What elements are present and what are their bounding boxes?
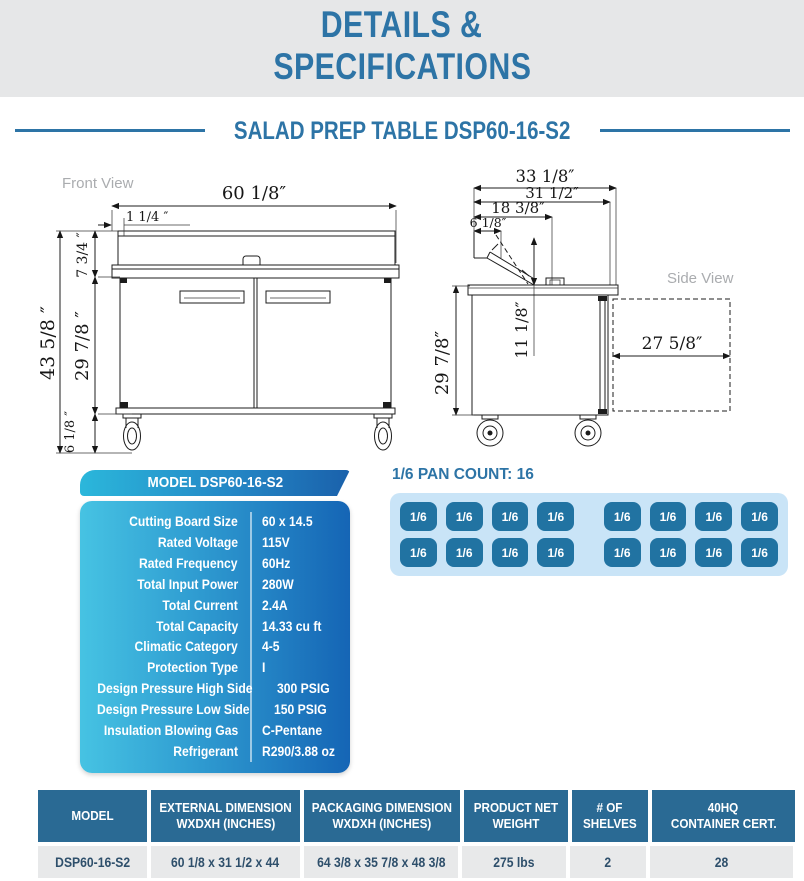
subtitle-rule-right bbox=[600, 129, 790, 132]
dim-front-total-height: 43 5/8 ″ bbox=[40, 306, 59, 380]
spec-card-divider bbox=[250, 512, 252, 762]
side-view-label: Side View bbox=[667, 270, 734, 287]
product-subtitle: SALAD PREP TABLE DSP60-16-S2 bbox=[233, 117, 571, 145]
front-caster-left bbox=[122, 413, 142, 451]
header-model: MODEL bbox=[38, 790, 147, 842]
pan-grid: 1/6 1/6 1/6 1/6 1/6 1/6 1/6 1/6 1/6 1/6 … bbox=[390, 493, 788, 576]
dim-front-caster-height: 6 1/8 ″ bbox=[63, 411, 78, 453]
side-view-drawing: Side View 33 1/8″ 31 1/2″ 18 3/8″ 6 1/8″… bbox=[432, 168, 734, 447]
pan-tile: 1/6 bbox=[741, 538, 778, 567]
cell-num-shelves: 2 bbox=[570, 846, 646, 878]
subtitle-rule-left bbox=[15, 129, 205, 132]
dim-side-depth-body: 31 1/2″ bbox=[525, 184, 579, 202]
dim-front-body-height: 29 7/8 ″ bbox=[72, 311, 93, 381]
pan-count-title: 1/6 PAN COUNT: 16 bbox=[392, 466, 534, 483]
page-title-line2: SPECIFICATIONS bbox=[272, 46, 532, 87]
pan-tile: 1/6 bbox=[537, 538, 575, 567]
pan-tile: 1/6 bbox=[400, 538, 437, 567]
summary-table-data-row: DSP60-16-S2 60 1/8 x 31 1/2 x 44 64 3/8 … bbox=[38, 842, 795, 878]
pan-tile: 1/6 bbox=[491, 538, 529, 567]
pan-tile: 1/6 bbox=[445, 502, 483, 531]
dim-side-door-swing: 27 5/8″ bbox=[642, 334, 703, 354]
dim-side-board: 18 3/8″ bbox=[491, 199, 545, 217]
door-swing-outline bbox=[612, 298, 731, 412]
dim-side-rail: 6 1/8″ bbox=[470, 215, 507, 230]
pan-tile: 1/6 bbox=[649, 502, 687, 531]
lid-latch bbox=[545, 277, 565, 286]
cell-40hq-container-cert: 28 bbox=[650, 846, 793, 878]
page-title-line1: DETAILS & bbox=[321, 4, 483, 45]
front-view-label: Front View bbox=[62, 175, 134, 192]
dim-side-pan-depth: 11 1/8″ bbox=[512, 301, 531, 358]
cell-model: DSP60-16-S2 bbox=[38, 846, 147, 878]
left-door-handle bbox=[179, 290, 245, 304]
dim-front-offset: 1 1/4 ″ bbox=[126, 210, 168, 225]
pan-row-2: 1/6 1/6 1/6 1/6 1/6 1/6 1/6 1/6 bbox=[400, 538, 778, 567]
dim-side-depth-total: 33 1/8″ bbox=[516, 168, 575, 186]
cell-external-dimension: 60 1/8 x 31 1/2 x 44 bbox=[151, 846, 300, 878]
pan-tile: 1/6 bbox=[741, 502, 778, 531]
page-title: DETAILS & SPECIFICATIONS bbox=[0, 4, 804, 88]
pan-row-1: 1/6 1/6 1/6 1/6 1/6 1/6 1/6 1/6 bbox=[400, 502, 778, 531]
pan-tile: 1/6 bbox=[445, 538, 483, 567]
lid-handle bbox=[242, 255, 261, 265]
dim-side-body-height: 29 7/8″ bbox=[432, 331, 453, 396]
pan-gap bbox=[583, 502, 595, 531]
dim-front-hood-height: 7 3/4 ″ bbox=[75, 232, 91, 278]
pan-tile: 1/6 bbox=[603, 538, 641, 567]
dim-front-width: 60 1/8″ bbox=[222, 183, 287, 204]
pan-tile: 1/6 bbox=[695, 538, 733, 567]
pan-tile: 1/6 bbox=[400, 502, 437, 531]
pan-tile: 1/6 bbox=[695, 502, 733, 531]
side-caster-right bbox=[574, 414, 602, 447]
right-door-handle bbox=[265, 290, 331, 304]
spec-card-header: MODEL DSP60-16-S2 bbox=[80, 470, 350, 496]
front-view-drawing: Front View bbox=[40, 175, 400, 454]
side-caster-left bbox=[476, 414, 504, 447]
pan-tile: 1/6 bbox=[603, 502, 641, 531]
cell-packaging-dimension: 64 3/8 x 35 7/8 x 48 3/8 bbox=[304, 846, 458, 878]
front-caster-right bbox=[373, 413, 393, 451]
pan-tile: 1/6 bbox=[537, 502, 575, 531]
pan-tile: 1/6 bbox=[649, 538, 687, 567]
pan-gap bbox=[583, 538, 595, 567]
title-band bbox=[0, 0, 804, 97]
pan-tile: 1/6 bbox=[491, 502, 529, 531]
cell-product-net-weight: 275 lbs bbox=[462, 846, 566, 878]
